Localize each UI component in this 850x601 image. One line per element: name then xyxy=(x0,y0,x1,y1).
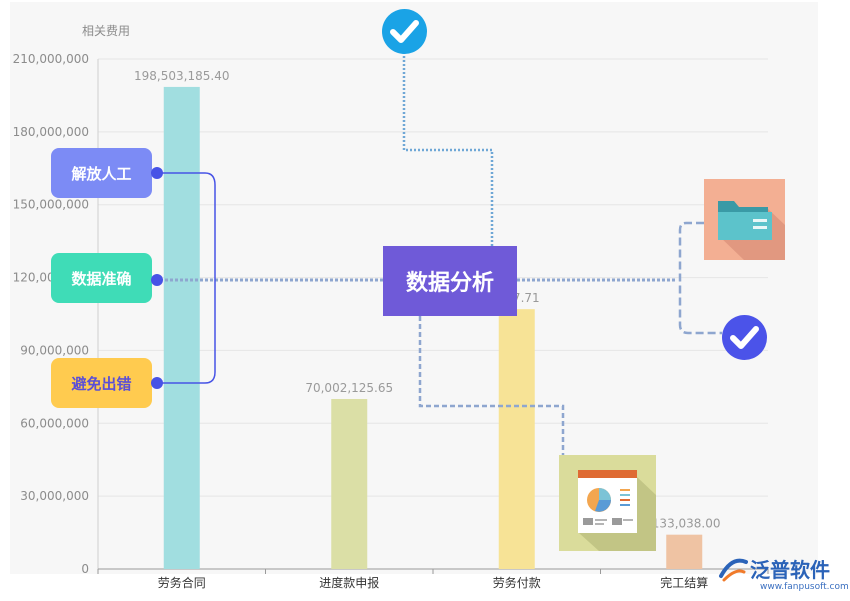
connector-dot xyxy=(151,274,163,286)
x-tick-label: 劳务合同 xyxy=(158,575,206,590)
connector-dot xyxy=(151,167,163,179)
pie-report-icon xyxy=(559,455,656,551)
check-circle-icon xyxy=(382,9,427,54)
x-tick-label: 劳务付款 xyxy=(493,575,541,590)
pill-accurate-data: 数据准确 xyxy=(51,253,152,303)
connector-dot xyxy=(151,377,163,389)
y-tick-label: 30,000,000 xyxy=(20,489,89,503)
center-label: 数据分析 xyxy=(405,271,494,296)
bar xyxy=(666,534,703,569)
check-circle-icon xyxy=(722,315,767,360)
pill-label: 数据准确 xyxy=(71,269,132,288)
pill-bracket-connector xyxy=(157,172,216,384)
bar-layer: 198,503,185.40劳务合同70,002,125.65进度款申报,467… xyxy=(134,69,720,590)
folder-icon xyxy=(704,179,785,260)
connector-lines xyxy=(157,52,722,455)
pill-label: 避免出错 xyxy=(71,374,132,393)
center-label-box: 数据分析 xyxy=(383,246,517,316)
y-tick-label: 210,000,000 xyxy=(13,52,89,66)
pill-avoid-errors: 避免出错 xyxy=(51,358,152,408)
bar xyxy=(163,86,200,569)
y-tick-label: 90,000,000 xyxy=(20,343,89,357)
connector-down-report xyxy=(418,316,565,455)
brand-name: 泛普软件 xyxy=(750,558,830,582)
brand-logo: 泛普软件 www.fanpusoft.com xyxy=(716,552,849,598)
x-tick-label: 完工结算 xyxy=(660,575,708,590)
connector-top-check xyxy=(402,52,494,246)
y-tick-label: 180,000,000 xyxy=(13,125,89,139)
grid-layer xyxy=(97,58,769,574)
bar-value-label: 70,002,125.65 xyxy=(305,381,393,395)
y-tick-label: 60,000,000 xyxy=(20,416,89,430)
y-tick-label: 0 xyxy=(81,562,89,576)
bar xyxy=(498,309,535,569)
y-tick-layer: 030,000,00060,000,00090,000,000120,000,0… xyxy=(13,52,89,576)
bar xyxy=(331,398,368,569)
pill-label: 解放人工 xyxy=(71,164,132,183)
connector-bracket-right xyxy=(678,221,722,335)
y-axis-label: 相关费用 xyxy=(82,24,130,38)
y-tick-label: 150,000,000 xyxy=(13,198,89,212)
x-tick-label: 进度款申报 xyxy=(319,575,379,590)
brand-url: www.fanpusoft.com xyxy=(760,582,849,592)
brand-swirl-icon xyxy=(719,558,748,582)
pill-liberate-labor: 解放人工 xyxy=(51,148,152,198)
bar-value-label: 198,503,185.40 xyxy=(134,69,229,83)
bar-value-label: ,133,038.00 xyxy=(648,517,721,531)
